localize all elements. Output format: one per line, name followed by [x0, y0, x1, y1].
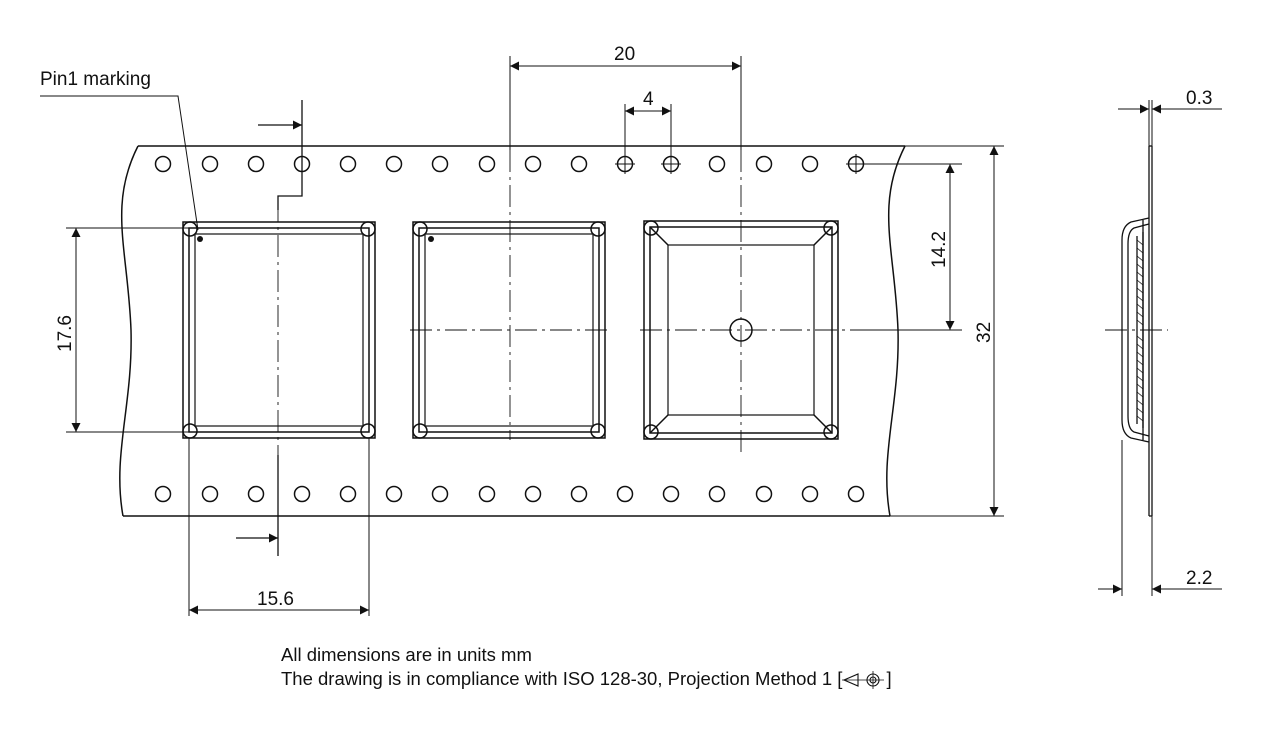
tape-outline: [119, 145, 906, 517]
sprocket-hole: [755, 485, 773, 503]
dim-tape-width: [890, 145, 1004, 517]
thickness-label: 0.3: [1186, 88, 1212, 109]
sprocket-hole: [201, 155, 219, 173]
section-line: [236, 100, 303, 556]
hole-to-center-label: 14.2: [929, 231, 950, 268]
sprocket-hole: [801, 485, 819, 503]
pin1-dot: [197, 236, 203, 242]
sprocket-hole: [478, 155, 496, 173]
first-angle-projection-icon: [842, 671, 885, 690]
pocket-width-label: 15.6: [257, 589, 294, 610]
tape-width-label: 32: [974, 322, 995, 343]
sprocket-hole: [755, 155, 773, 173]
sprocket-hole: [478, 485, 496, 503]
dim-pocket-pitch: [509, 56, 742, 150]
sprocket-hole: [385, 155, 403, 173]
sprocket-hole: [431, 155, 449, 173]
dim-pocket-length: [66, 227, 190, 433]
dim-pocket-width: [188, 438, 370, 616]
sprocket-hole: [385, 485, 403, 503]
dim-hole-to-center: [858, 163, 962, 331]
sprocket-hole: [801, 155, 819, 173]
sprocket-hole: [708, 155, 726, 173]
sprocket-hole: [662, 485, 680, 503]
sprocket-hole: [154, 485, 172, 503]
sprocket-hole: [431, 485, 449, 503]
sprocket-holes-top: [154, 155, 865, 173]
sprocket-hole: [293, 485, 311, 503]
sprocket-hole: [247, 485, 265, 503]
compliance-note: The drawing is in compliance with ISO 12…: [281, 668, 892, 690]
hole-pitch-label: 4: [643, 89, 654, 110]
dim-hole-pitch: [624, 104, 672, 156]
side-view-hatching: [1136, 239, 1144, 422]
sprocket-hole: [339, 485, 357, 503]
sprocket-hole: [247, 155, 265, 173]
sprocket-hole: [201, 485, 219, 503]
units-note: All dimensions are in units mm: [281, 644, 532, 665]
sprocket-hole: [154, 155, 172, 173]
sprocket-hole: [616, 485, 634, 503]
sprocket-hole: [570, 155, 588, 173]
pocket-depth-label: 2.2: [1186, 568, 1212, 589]
compliance-bracket: ]: [886, 668, 892, 689]
sprocket-hole: [708, 485, 726, 503]
sprocket-hole: [339, 155, 357, 173]
sprocket-hole: [570, 485, 588, 503]
sprocket-hole: [847, 485, 865, 503]
pocket-length-label: 17.6: [55, 315, 76, 352]
compliance-text: The drawing is in compliance with ISO 12…: [281, 668, 843, 689]
dim-pocket-depth: [1098, 440, 1222, 596]
pin1-leader: [40, 95, 199, 231]
pocket-pitch-label: 20: [614, 44, 635, 65]
dim-thickness: [1118, 100, 1222, 146]
sprocket-hole: [524, 485, 542, 503]
hole-crosshairs: [615, 154, 866, 174]
center-lines: [277, 150, 1168, 460]
sprocket-holes-bottom: [154, 485, 865, 503]
pocket-1: [182, 221, 376, 439]
pin1-marking-label: Pin1 marking: [40, 69, 151, 90]
pin1-dot: [428, 236, 434, 242]
side-view: [1121, 145, 1153, 517]
sprocket-hole: [524, 155, 542, 173]
